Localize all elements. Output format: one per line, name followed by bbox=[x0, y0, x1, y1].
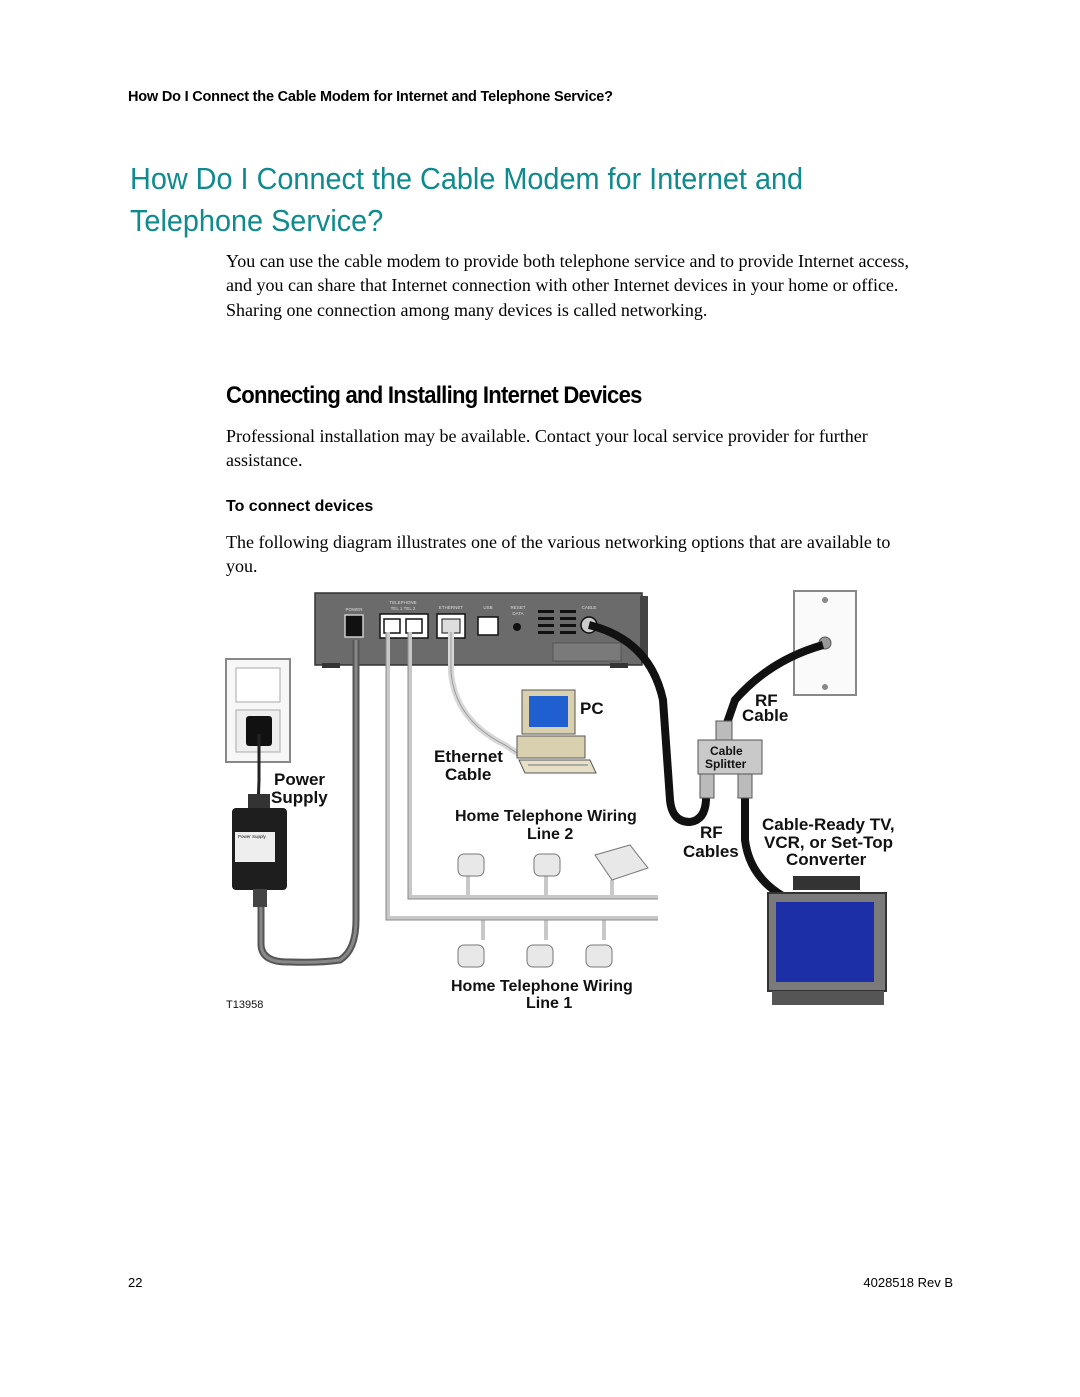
label-power-line-2: Supply bbox=[271, 788, 328, 807]
label-line-2-title: Home Telephone Wiring bbox=[455, 808, 637, 825]
label-splitter-line-2: Splitter bbox=[705, 757, 747, 771]
page-title-line-1: How Do I Connect the Cable Modem for Int… bbox=[130, 161, 804, 196]
telephones-line-2 bbox=[457, 844, 649, 881]
running-header: How Do I Connect the Cable Modem for Int… bbox=[128, 89, 613, 105]
cable-wall-plate bbox=[793, 590, 857, 696]
section-heading: Connecting and Installing Internet Devic… bbox=[226, 382, 642, 409]
power-supply: Power Supply bbox=[232, 794, 287, 907]
telephone-wiring bbox=[386, 632, 658, 940]
label-line-1-number: Line 1 bbox=[526, 995, 572, 1012]
power-port bbox=[344, 614, 364, 638]
page-title-line-2: Telephone Service? bbox=[130, 203, 384, 238]
cable-splitter bbox=[697, 720, 763, 799]
label-rf-cables-line-1: RF bbox=[700, 823, 723, 842]
label-power-line-1: Power bbox=[274, 770, 325, 789]
modem-port-cable-label: CABLE bbox=[582, 605, 597, 610]
label-ethernet-line-1: Ethernet bbox=[434, 747, 503, 766]
label-line-1-title: Home Telephone Wiring bbox=[451, 978, 633, 995]
modem-port-power-label: POWER bbox=[345, 607, 363, 612]
modem-vents bbox=[538, 610, 576, 634]
modem-port-reset-label: RESET bbox=[510, 605, 525, 610]
label-rf-cable-line-2: Cable bbox=[742, 706, 788, 725]
section-paragraph: Professional installation may be availab… bbox=[226, 426, 868, 471]
label-rf-cables-line-2: Cables bbox=[683, 842, 739, 861]
television bbox=[767, 876, 887, 1005]
procedure-heading: To connect devices bbox=[226, 498, 374, 515]
usb-port bbox=[477, 616, 499, 636]
label-splitter-line-1: Cable bbox=[710, 744, 743, 758]
intro-paragraph: You can use the cable modem to provide b… bbox=[226, 251, 909, 320]
modem-port-telephone-label: TELEPHONE bbox=[389, 600, 416, 605]
telephones-line-1 bbox=[457, 944, 613, 968]
modem-port-tel-lines-label: TEL 1 TEL 2 bbox=[391, 606, 416, 611]
label-pc: PC bbox=[580, 699, 604, 718]
reset-button bbox=[513, 623, 521, 631]
fax-machine bbox=[594, 844, 649, 881]
label-tv-line-2: VCR, or Set-Top bbox=[764, 833, 893, 852]
page-number: 22 bbox=[128, 1275, 143, 1290]
label-line-2-number: Line 2 bbox=[527, 826, 573, 843]
label-rf-cable-line-1: RF bbox=[755, 691, 778, 710]
pc-computer bbox=[516, 689, 597, 774]
document-id: 4028518 Rev B bbox=[863, 1275, 953, 1290]
modem-port-usb-label: USB bbox=[483, 605, 492, 610]
power-supply-tag: Power Supply bbox=[238, 834, 267, 839]
modem-port-ethernet-label: ETHERNET bbox=[439, 605, 464, 610]
modem-port-data-label: DATA bbox=[512, 611, 523, 616]
label-tv-line-1: Cable-Ready TV, bbox=[762, 815, 895, 834]
procedure-paragraph: The following diagram illustrates one of… bbox=[226, 532, 891, 577]
label-ethernet-line-2: Cable bbox=[445, 765, 491, 784]
figure-id: T13958 bbox=[226, 999, 263, 1011]
network-diagram: POWER TELEPHONE TEL 1 TEL 2 ETHERNET USB… bbox=[225, 590, 895, 1012]
page-title: How Do I Connect the Cable Modem for Int… bbox=[130, 158, 874, 242]
label-tv-line-3: Converter bbox=[786, 850, 867, 869]
